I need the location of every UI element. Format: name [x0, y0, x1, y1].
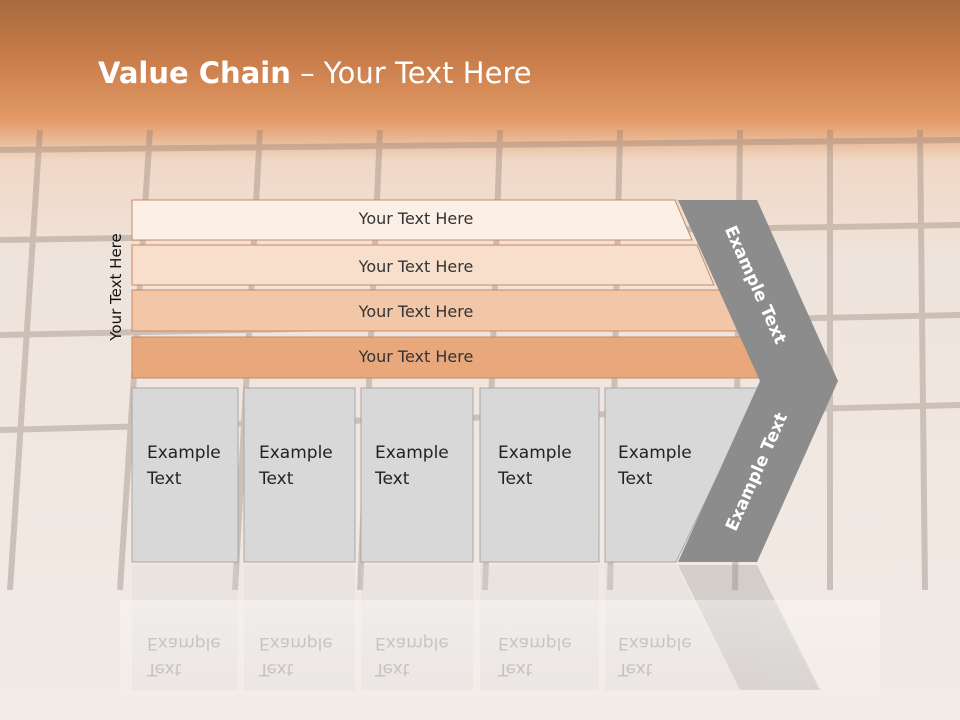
- cell-3-reflection-line-1: Example: [375, 633, 449, 653]
- cell-3-reflection-line-2: Text: [375, 659, 410, 679]
- cell-1-reflection-line-1: Example: [147, 633, 221, 653]
- cell-1-line-1: Example: [147, 443, 221, 463]
- margin-chevron-arrow: [678, 200, 838, 562]
- support-row-2-label: Your Text Here: [358, 257, 474, 276]
- support-row-1-label: Your Text Here: [358, 209, 474, 228]
- cell-4-reflection-line-2: Text: [498, 659, 533, 679]
- cell-3-line-2: Text: [375, 469, 410, 489]
- support-row-2: [131, 244, 715, 286]
- activity-cell-5: [604, 387, 761, 563]
- cell-4-line-1: Example: [498, 443, 572, 463]
- slide-title: Value Chain – Your Text Here: [98, 56, 532, 90]
- activity-cell-4-label: Example Text: [498, 440, 572, 492]
- cell-1-reflection-line-2: Text: [147, 659, 182, 679]
- cell-5-line-1: Example: [618, 443, 692, 463]
- activity-cell-2-label: Example Text: [259, 440, 333, 492]
- cell-1-line-2: Text: [147, 469, 182, 489]
- title-bold: Value Chain: [98, 56, 291, 90]
- cell-3-reflection: Text Example: [375, 630, 449, 682]
- support-row-1: [131, 199, 693, 241]
- cell-5-reflection: Text Example: [618, 630, 692, 682]
- activity-cell-1: [131, 387, 239, 563]
- cell-4-line-2: Text: [498, 469, 533, 489]
- cell-3-line-1: Example: [375, 443, 449, 463]
- activity-cell-3-label: Example Text: [375, 440, 449, 492]
- support-row-3-label: Your Text Here: [358, 302, 474, 321]
- cell-5-reflection-line-1: Example: [618, 633, 692, 653]
- title-rest: – Your Text Here: [290, 56, 532, 90]
- cell-2-reflection-line-1: Example: [259, 633, 333, 653]
- cell-2-line-1: Example: [259, 443, 333, 463]
- cell-2-reflection: Text Example: [259, 630, 333, 682]
- support-row-4-label: Your Text Here: [358, 347, 474, 366]
- cell-4-reflection-line-1: Example: [498, 633, 572, 653]
- activity-cell-5-label: Example Text: [618, 440, 692, 492]
- activity-cell-1-label: Example Text: [147, 440, 221, 492]
- cell-2-line-2: Text: [259, 469, 294, 489]
- activity-cell-2: [243, 387, 356, 563]
- cell-4-reflection: Text Example: [498, 630, 572, 682]
- activity-cell-4: [479, 387, 600, 563]
- cell-2-reflection-line-2: Text: [259, 659, 294, 679]
- cell-5-reflection-line-2: Text: [618, 659, 653, 679]
- cell-1-reflection: Text Example: [147, 630, 221, 682]
- cell-5-line-2: Text: [618, 469, 653, 489]
- activity-cell-3: [360, 387, 474, 563]
